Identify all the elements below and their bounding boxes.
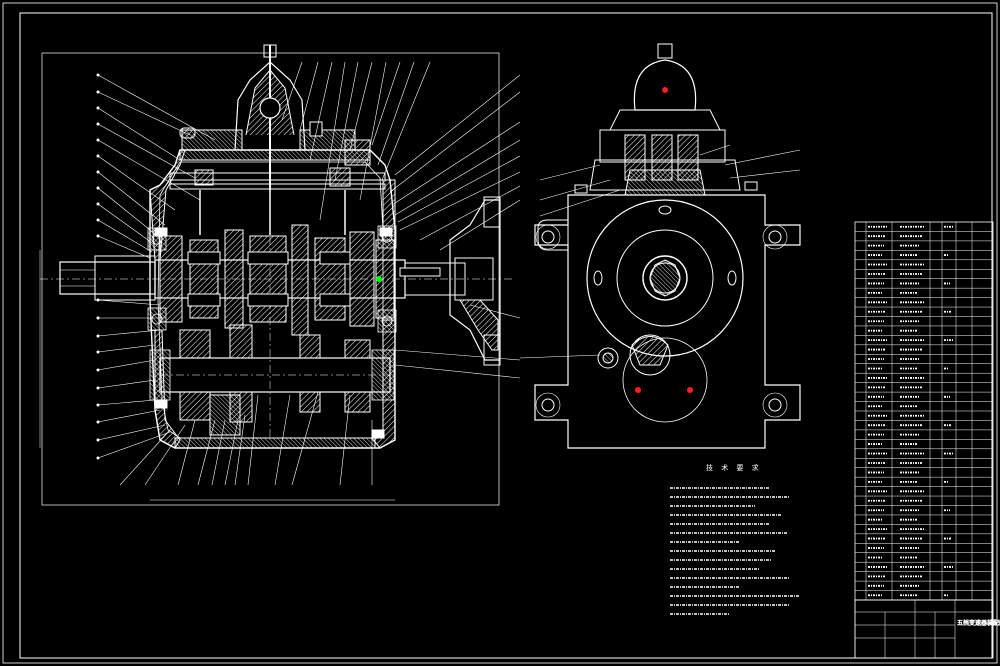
main-gears [159,224,395,336]
countershaft-circle [629,334,671,376]
tech-req-title: 技 术 要 求 [706,463,762,472]
tech-req-notes [670,487,800,615]
bearings [147,225,397,401]
end-view-body [534,194,801,449]
parts-list-text [868,225,954,597]
title-block: 五挡变速器装配图 [854,599,1000,659]
parts-list [854,221,994,601]
leader-lines-right [389,74,521,379]
marker-red-right [687,387,693,393]
leader-lines-left [96,73,216,460]
end-view [519,43,801,449]
technical-requirements: 技 术 要 求 [670,463,800,615]
title-block-name: 五挡变速器装配图 [957,619,1000,627]
end-view-dome [633,59,697,111]
marker-green [376,276,382,282]
inner-border [19,12,993,659]
leader-lines-bottom [119,391,373,486]
leader-lines-top [281,61,431,221]
input-shaft [59,261,156,295]
counter-gears [179,324,371,423]
marker-red-top [662,87,668,93]
marker-red-left [635,387,641,393]
main-section-view [39,44,512,506]
main-bore-circle [586,199,744,357]
